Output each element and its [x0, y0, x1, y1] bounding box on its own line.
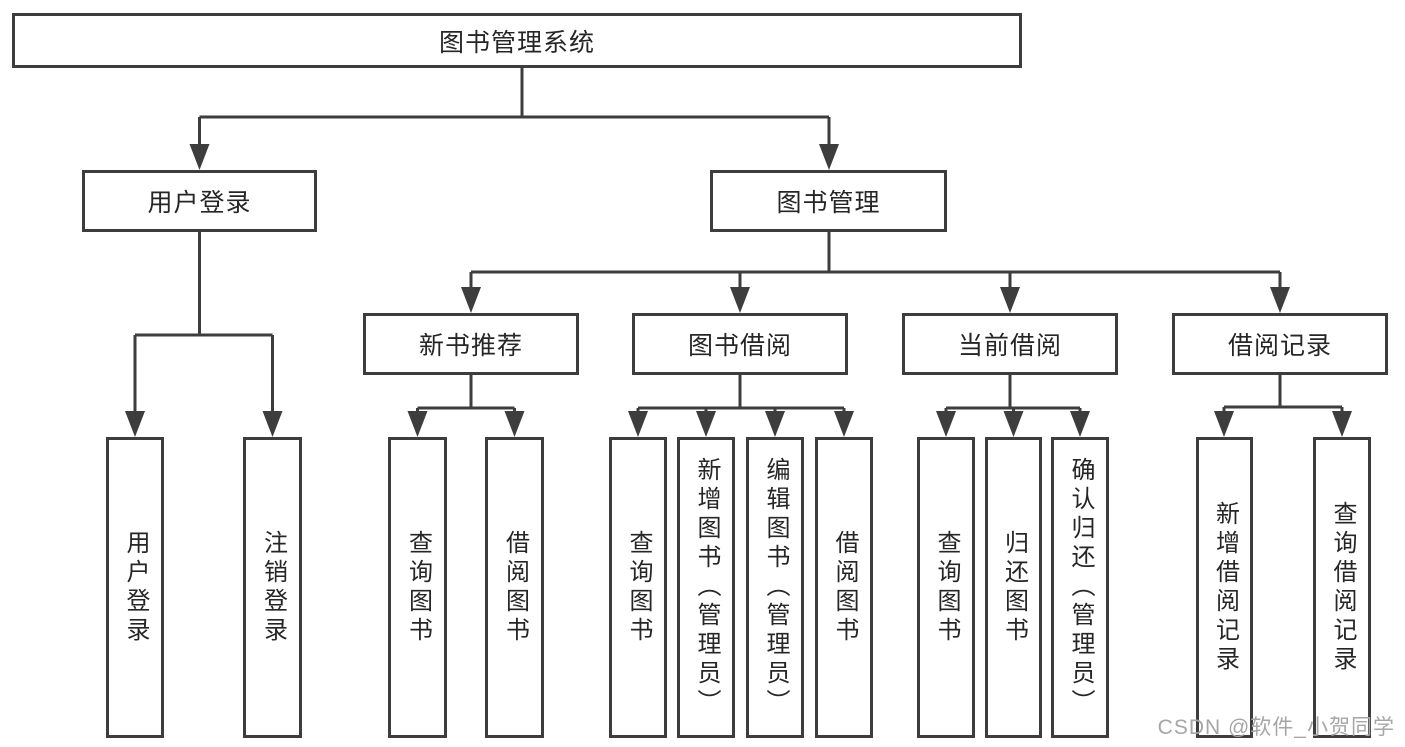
- watermark: CSDN @软件_小贺同学: [1157, 716, 1395, 739]
- node-book-borrowing-label: 图书借阅: [687, 332, 792, 360]
- node-root-label: 图书管理系统: [438, 28, 595, 57]
- leaf-borrow-books-2-label: 借阅图书: [831, 529, 858, 646]
- leaf-borrow-books-1: 借阅图书: [485, 437, 544, 738]
- leaf-query-books-3: 查询图书: [917, 437, 975, 738]
- leaf-query-books-1-label: 查询图书: [404, 529, 432, 646]
- node-user-login-label: 用户登录: [147, 189, 252, 217]
- node-current-borrowing-label: 当前借阅: [957, 332, 1062, 360]
- leaf-add-borrow-record: 新增借阅记录: [1196, 437, 1253, 738]
- leaf-logout-label: 注销登录: [259, 529, 287, 646]
- leaf-query-borrow-record: 查询借阅记录: [1313, 437, 1371, 738]
- leaf-query-books-2-label: 查询图书: [625, 529, 652, 646]
- leaf-query-books-3-label: 查询图书: [933, 529, 960, 646]
- arrow-down-icons: [125, 144, 1352, 437]
- leaf-user-login: 用户登录: [106, 437, 164, 738]
- node-current-borrowing: 当前借阅: [902, 313, 1118, 375]
- leaf-borrow-books-2: 借阅图书: [815, 437, 873, 738]
- tree-edges: [133, 68, 1344, 413]
- leaf-confirm-return-admin: 确认归还（管理员）: [1051, 437, 1109, 738]
- node-new-book-recommend: 新书推荐: [363, 313, 579, 375]
- leaf-logout: 注销登录: [243, 437, 302, 738]
- node-book-borrowing: 图书借阅: [632, 313, 848, 375]
- leaf-add-book-admin: 新增图书（管理员）: [677, 437, 735, 738]
- node-book-management-label: 图书管理: [776, 189, 881, 217]
- leaf-query-books-2: 查询图书: [609, 437, 667, 738]
- leaf-edit-book-admin-label: 编辑图书（管理员）: [762, 457, 789, 718]
- node-user-login: 用户登录: [82, 170, 317, 232]
- leaf-add-borrow-record-label: 新增借阅记录: [1211, 500, 1239, 675]
- node-borrowing-records-label: 借阅记录: [1227, 332, 1332, 360]
- leaf-confirm-return-admin-label: 确认归还（管理员）: [1067, 457, 1094, 718]
- node-new-book-recommend-label: 新书推荐: [418, 332, 523, 360]
- leaf-query-books-1: 查询图书: [388, 437, 447, 738]
- leaf-user-login-label: 用户登录: [122, 529, 149, 646]
- leaf-borrow-books-1-label: 借阅图书: [501, 529, 529, 646]
- leaf-edit-book-admin: 编辑图书（管理员）: [746, 437, 804, 738]
- leaf-return-book: 归还图书: [985, 437, 1042, 738]
- node-book-management: 图书管理: [710, 170, 947, 232]
- leaf-add-book-admin-label: 新增图书（管理员）: [693, 457, 720, 718]
- leaf-query-borrow-record-label: 查询借阅记录: [1329, 500, 1356, 675]
- leaf-return-book-label: 归还图书: [1000, 529, 1028, 646]
- node-borrowing-records: 借阅记录: [1172, 313, 1388, 375]
- node-root: 图书管理系统: [12, 13, 1022, 68]
